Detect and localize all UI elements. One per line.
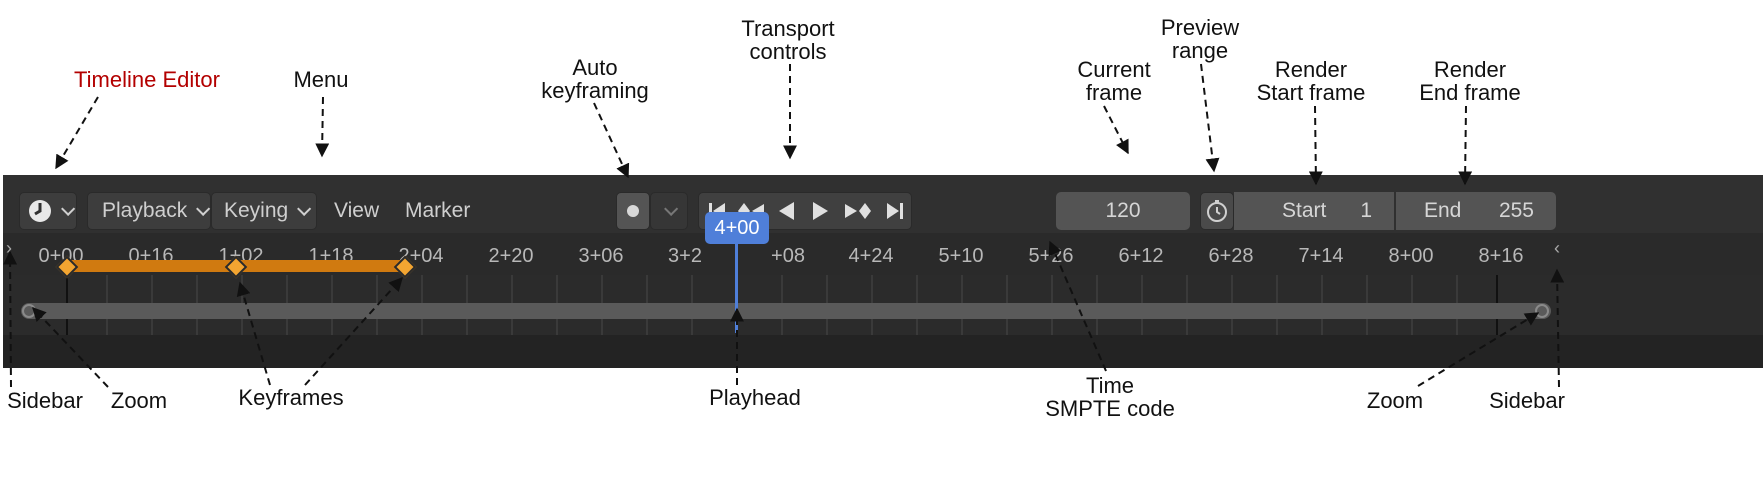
label-render-start: Render Start frame [1257, 58, 1366, 104]
label-time-smpte: Time SMPTE code [1045, 374, 1175, 420]
next-keyframe-icon[interactable] [841, 197, 875, 225]
jump-end-icon[interactable] [881, 197, 909, 225]
label-keyframes: Keyframes [238, 385, 344, 410]
label-render-end-line2: End frame [1419, 80, 1521, 105]
label-current-frame-line2: frame [1085, 80, 1143, 105]
record-icon [627, 205, 639, 217]
label-preview-range: Preview range [1161, 16, 1239, 62]
clock-icon [28, 199, 52, 223]
ruler-tick: 3+06 [578, 245, 624, 267]
menu-keying-label: Keying [224, 199, 289, 222]
arrow-keyframe-3 [304, 276, 403, 386]
arrow-timeline-editor [55, 96, 99, 170]
end-frame-label: End [1424, 199, 1462, 222]
ruler-tick: 3+2 [668, 245, 702, 267]
label-preview-line1: Preview [1160, 15, 1240, 40]
zoom-scrollbar[interactable] [21, 303, 1551, 319]
playhead[interactable]: 4+00 [705, 212, 769, 244]
label-playhead: Playhead [709, 385, 801, 410]
ruler-tick: 5+10 [938, 245, 984, 267]
label-auto-keyframing: Auto keyframing [541, 56, 649, 102]
arrow-zoom-left [32, 306, 109, 388]
timeline-header: Playback Keying View Marker [3, 175, 1763, 233]
label-timeline-editor: Timeline Editor [74, 67, 220, 92]
menu-playback-label: Playback [102, 199, 188, 222]
arrow-time-smpte [1048, 240, 1107, 372]
start-frame-label: Start [1282, 199, 1327, 222]
ruler-tick: 6+12 [1118, 245, 1164, 267]
arrow-menu [315, 96, 330, 158]
arrow-render-start [1308, 105, 1323, 186]
label-render-start-line2: Start frame [1256, 80, 1366, 105]
label-time-line1: Time [1085, 373, 1135, 398]
timeline-editor: Playback Keying View Marker [3, 175, 1763, 368]
current-frame-value: 120 [1105, 199, 1141, 222]
end-frame-field[interactable]: End 255 [1396, 192, 1556, 230]
label-render-end-line1: Render [1433, 57, 1507, 82]
label-transport-line2: controls [749, 39, 827, 64]
menu-view[interactable]: View [334, 199, 380, 222]
label-time-line2: SMPTE code [1045, 396, 1175, 421]
label-auto-keyframing-line1: Auto [572, 55, 618, 80]
arrow-keyframe-2 [236, 281, 271, 386]
ruler-tick: 8+00 [1388, 245, 1434, 267]
editor-type-button[interactable] [19, 192, 77, 230]
play-reverse-icon[interactable] [772, 197, 800, 225]
preview-range-toggle[interactable] [1200, 192, 1234, 230]
ruler-tick: 8+16 [1478, 245, 1524, 267]
label-menu: Menu [293, 67, 349, 92]
menu-playback[interactable]: Playback [87, 192, 211, 230]
menu-keying[interactable]: Keying [211, 192, 317, 230]
end-frame-value: 255 [1498, 199, 1534, 222]
arrow-sidebar-right [1550, 268, 1565, 388]
start-frame-field[interactable]: Start 1 [1234, 192, 1394, 230]
label-zoom-left: Zoom [110, 388, 168, 413]
label-current-frame-line1: Current [1077, 57, 1151, 82]
auto-keyframe-toggle[interactable] [616, 192, 650, 230]
label-render-start-line1: Render [1274, 57, 1348, 82]
label-preview-line2: range [1171, 38, 1229, 63]
ruler-tick: +08 [771, 245, 805, 267]
arrow-auto-keyframing [593, 102, 630, 179]
stopwatch-icon [1205, 199, 1229, 223]
arrow-zoom-right [1417, 312, 1540, 387]
menu-marker[interactable]: Marker [405, 199, 471, 222]
label-auto-keyframing-line2: keyframing [541, 78, 649, 103]
sidebar-toggle-left[interactable]: › [6, 237, 12, 258]
ruler-tick: 2+20 [488, 245, 534, 267]
arrow-preview-range [1200, 63, 1220, 173]
ruler-tick: 7+14 [1298, 245, 1344, 267]
label-zoom-right: Zoom [1366, 388, 1424, 413]
auto-keyframe-options[interactable] [650, 192, 688, 230]
arrow-render-end [1458, 105, 1473, 186]
ruler-tick: 4+24 [848, 245, 894, 267]
arrow-current-frame [1103, 105, 1129, 155]
current-frame-field[interactable]: 120 [1056, 192, 1190, 230]
label-sidebar-right: Sidebar [1489, 388, 1565, 413]
label-transport-line1: Transport [741, 16, 835, 41]
scroll-area [3, 335, 1763, 368]
play-icon[interactable] [807, 197, 835, 225]
arrow-sidebar-left [3, 250, 18, 388]
label-transport-controls: Transport controls [741, 17, 834, 63]
label-render-end: Render End frame [1419, 58, 1521, 104]
playhead-line[interactable] [735, 244, 738, 333]
start-frame-value: 1 [1360, 199, 1372, 222]
label-sidebar-left: Sidebar [7, 388, 83, 413]
sidebar-toggle-right[interactable]: ‹ [1554, 237, 1560, 258]
ruler-tick: 6+28 [1208, 245, 1254, 267]
label-current-frame: Current frame [1077, 58, 1150, 104]
